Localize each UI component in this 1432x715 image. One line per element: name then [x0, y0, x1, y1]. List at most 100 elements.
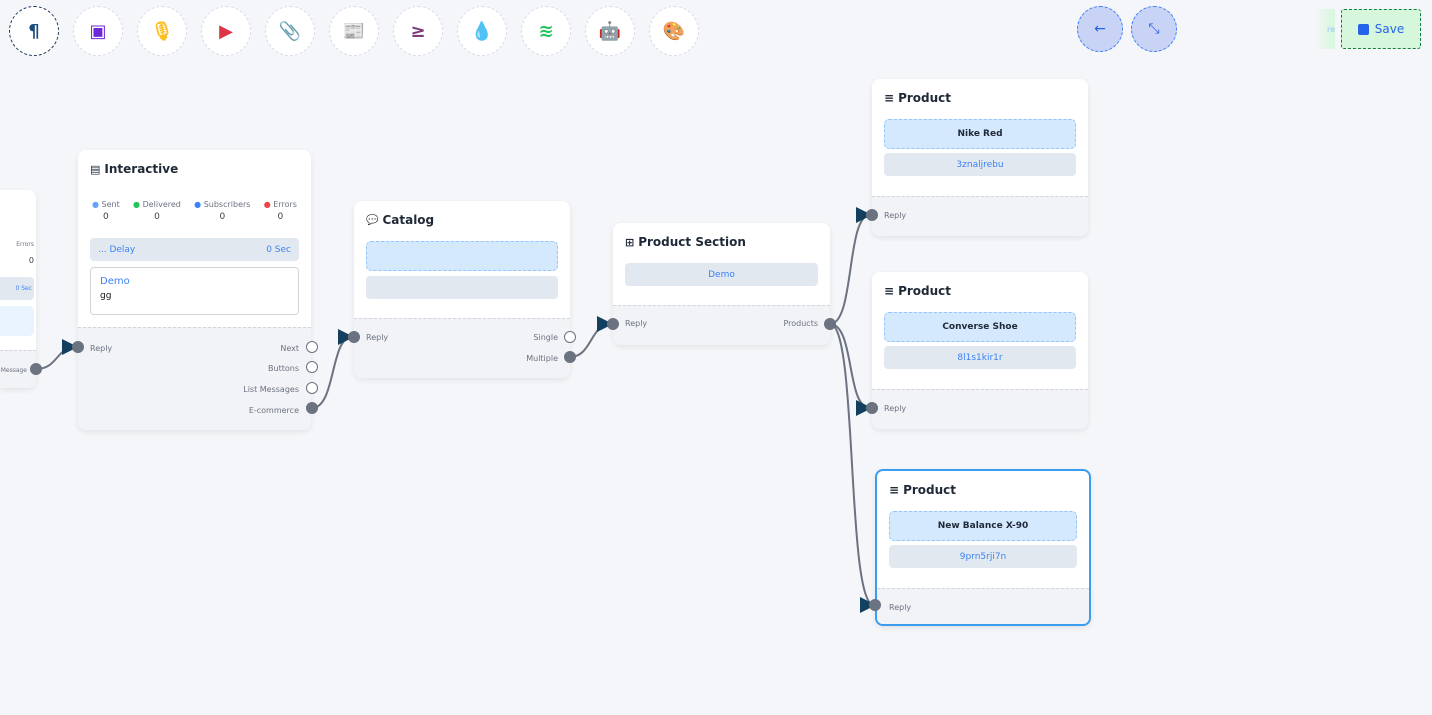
input-port[interactable]	[869, 599, 881, 611]
bars-icon: ≡	[884, 284, 895, 298]
tool-button-microphone[interactable]: 🎙	[137, 6, 187, 56]
tool-button-paragraph[interactable]: ¶	[9, 6, 59, 56]
input-port[interactable]	[866, 402, 878, 414]
output-port-message[interactable]	[30, 363, 42, 375]
table-icon: ⊞	[625, 235, 635, 249]
input-port[interactable]	[866, 209, 878, 221]
bars-icon: ≡	[884, 91, 895, 105]
output-label-single: Single	[533, 333, 558, 342]
paperclip-icon: 📎	[278, 20, 302, 42]
edge-section-to-product-3	[829, 323, 876, 613]
save-button[interactable]: Save	[1341, 9, 1421, 49]
output-label-multiple: Multiple	[526, 354, 558, 363]
sent-icon: ●	[92, 200, 99, 209]
node-title: Product	[898, 91, 952, 105]
output-label-next: Next	[280, 344, 299, 353]
arrow-left-icon: ←	[1094, 21, 1106, 37]
product-name-label: Nike Red	[957, 129, 1003, 139]
stat-label-text: Subscribers	[203, 200, 251, 209]
stat-value: 0	[103, 212, 109, 222]
back-button[interactable]: ←	[1077, 6, 1123, 52]
input-label: Reply	[625, 319, 648, 328]
tool-button-paperclip[interactable]: 📎	[265, 6, 315, 56]
node-footer: Reply	[872, 389, 1088, 429]
product-id: 3znaljrebu	[884, 153, 1076, 176]
output-port-ecommerce[interactable]	[306, 402, 318, 414]
edge-left-to-interactive	[35, 339, 78, 370]
newspaper-icon: ▤	[90, 162, 101, 176]
output-port-products[interactable]	[824, 318, 836, 330]
palette-icon: 🎨	[662, 20, 686, 42]
input-label: Reply	[366, 333, 389, 342]
product-name[interactable]: Nike Red	[884, 119, 1076, 149]
ghost-button: re	[1315, 9, 1335, 49]
collapse-button[interactable]: ⤡	[1131, 6, 1177, 52]
input-label: Reply	[884, 404, 907, 413]
delay-bar[interactable]: ... Delay 0 Sec	[90, 238, 299, 261]
output-label: Message	[0, 367, 27, 374]
node-title: Product	[898, 284, 952, 298]
output-port-list-messages[interactable]	[306, 382, 318, 394]
tool-button-image[interactable]: ▣	[73, 6, 123, 56]
product-name[interactable]: New Balance X-90	[889, 511, 1077, 541]
delivered-icon: ●	[133, 200, 141, 209]
output-label-ecommerce: E-commerce	[248, 406, 299, 415]
image-icon: ▣	[89, 20, 107, 42]
output-port-next[interactable]	[306, 341, 318, 353]
input-port[interactable]	[348, 331, 360, 343]
edge-section-to-product-2	[829, 323, 872, 416]
tool-button-palette[interactable]: 🎨	[649, 6, 699, 56]
card-title: Demo	[100, 276, 130, 287]
product-name[interactable]: Converse Shoe	[884, 312, 1076, 342]
errors-icon: ●	[263, 200, 271, 209]
bars-icon: ≡	[889, 483, 900, 497]
tool-button-droplet[interactable]: 💧	[457, 6, 507, 56]
node-title: Product	[903, 483, 957, 497]
stat-label-text: Sent	[101, 200, 120, 209]
message-card	[0, 306, 34, 336]
droplet-icon: 💧	[470, 20, 494, 42]
stack-icon: ≋	[538, 20, 554, 42]
product-id-label: 3znaljrebu	[956, 159, 1004, 170]
node-footer: Reply Products	[613, 305, 830, 345]
delay-value: 0 Sec	[266, 244, 291, 255]
output-port-buttons[interactable]	[306, 361, 318, 373]
tool-button-robot[interactable]: 🤖	[585, 6, 635, 56]
catalog-node[interactable]: 💬Catalog Reply Single Multiple	[354, 201, 570, 378]
output-port-single[interactable]	[564, 331, 576, 343]
product-id: 9prn5rji7n	[889, 545, 1077, 568]
input-label: Reply	[889, 603, 912, 612]
section-item-label: Demo	[708, 269, 735, 280]
tool-button-youtube[interactable]: ▶	[201, 6, 251, 56]
delay-label: ... Delay	[98, 244, 136, 255]
subscribers-icon: ●	[194, 200, 202, 209]
save-label: Save	[1374, 22, 1405, 36]
catalog-item[interactable]	[366, 241, 558, 271]
section-item[interactable]: Demo	[625, 263, 818, 286]
message-card[interactable]: Demo gg	[90, 267, 299, 315]
greater-equal-icon: ≥	[410, 20, 426, 42]
node-title: Catalog	[382, 213, 435, 227]
output-port-multiple[interactable]	[564, 351, 576, 363]
node-footer: Reply	[872, 196, 1088, 236]
node-title: Interactive	[104, 162, 179, 176]
stat-label: ● Delivered	[133, 200, 181, 209]
input-port[interactable]	[72, 341, 84, 353]
robot-icon: 🤖	[598, 20, 622, 42]
product-section-node[interactable]: ⊞Product Section Demo Reply Products	[613, 223, 830, 345]
partial-node[interactable]: Errors 0 0 Sec Message	[0, 190, 36, 388]
input-port[interactable]	[607, 318, 619, 330]
input-label: Reply	[90, 344, 113, 353]
stat-label-text: Errors	[273, 200, 297, 209]
tool-button-newspaper[interactable]: 📰	[329, 6, 379, 56]
tool-button-stack[interactable]: ≋	[521, 6, 571, 56]
catalog-id	[366, 276, 558, 299]
youtube-icon: ▶	[219, 20, 233, 42]
node-footer: Reply Single Multiple	[354, 318, 570, 378]
tool-button-greater-equal[interactable]: ≥	[393, 6, 443, 56]
